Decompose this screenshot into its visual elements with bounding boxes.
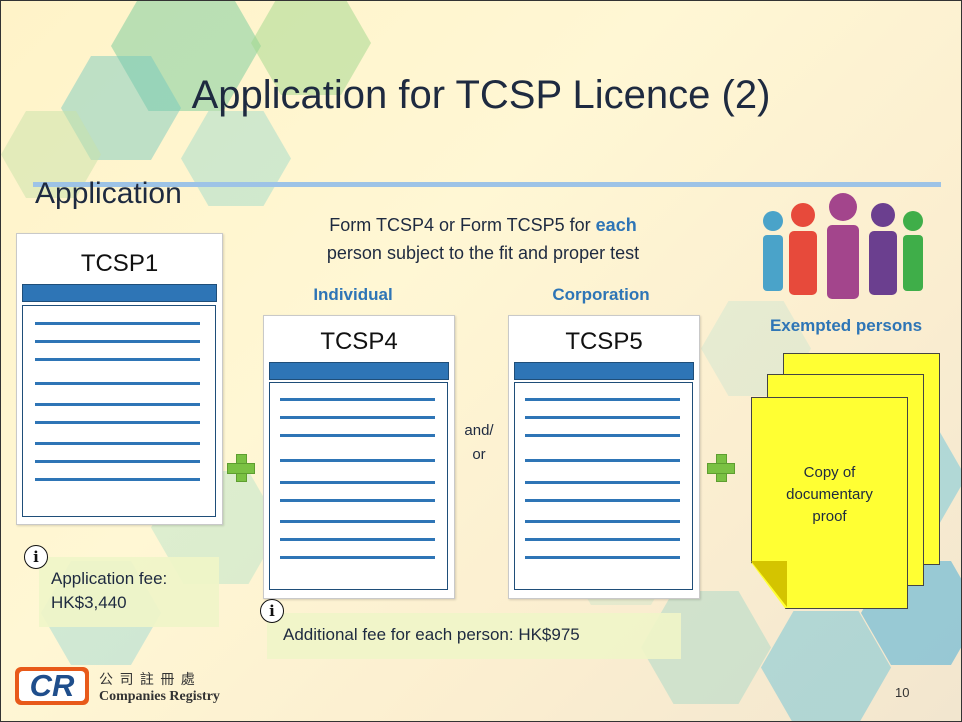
forms-note-emphasis: each xyxy=(595,215,637,235)
page-number: 10 xyxy=(895,685,910,700)
plus-icon xyxy=(227,454,255,482)
forms-note-line1: Form TCSP4 or Form TCSP5 for each xyxy=(273,211,693,239)
form-line xyxy=(35,442,200,445)
form-line xyxy=(525,499,680,502)
form-title-tcsp1: TCSP1 xyxy=(80,250,159,277)
person-figure xyxy=(827,193,859,299)
form-line xyxy=(280,499,435,502)
cr-logo-mark: CR xyxy=(15,667,89,705)
application-fee-amount: HK$3,440 xyxy=(51,593,127,612)
doc-text-line1: Copy of xyxy=(803,464,856,481)
form-line xyxy=(35,322,200,325)
form-title-tcsp5: TCSP5 xyxy=(565,328,643,355)
form-line xyxy=(35,478,200,481)
additional-fee-text: Additional fee for each person: HK$975 xyxy=(283,625,580,644)
form-line xyxy=(280,416,435,419)
form-line xyxy=(525,481,680,484)
form-card-tcsp1: TCSP1 xyxy=(16,233,223,525)
forms-note: Form TCSP4 or Form TCSP5 for each person… xyxy=(273,211,693,267)
form-line xyxy=(35,340,200,343)
slide-title: Application for TCSP Licence (2) xyxy=(191,73,771,117)
form-body xyxy=(514,382,693,590)
form-line xyxy=(280,434,435,437)
connector-line1: and/ xyxy=(464,422,494,439)
info-icon: i xyxy=(24,545,48,569)
person-figure xyxy=(903,211,923,291)
person-figure xyxy=(869,203,897,295)
title-divider xyxy=(33,182,941,187)
form-line xyxy=(525,398,680,401)
form-line xyxy=(525,434,680,437)
doc-text-line2: documentary xyxy=(786,486,873,503)
form-body xyxy=(22,305,216,517)
form-line xyxy=(280,520,435,523)
application-fee-label: Application fee: xyxy=(51,569,168,588)
people-group-icon xyxy=(763,193,923,299)
forms-note-prefix: Form TCSP4 or Form TCSP5 for xyxy=(329,215,596,235)
logo-english-name: Companies Registry xyxy=(99,689,220,704)
form-line xyxy=(35,460,200,463)
form-line xyxy=(35,358,200,361)
corporation-label: Corporation xyxy=(552,285,650,304)
additional-fee-box: Additional fee for each person: HK$975 xyxy=(267,613,681,659)
form-header-bar xyxy=(269,362,449,380)
form-line xyxy=(35,403,200,406)
form-card-tcsp5: TCSP5 xyxy=(508,315,700,599)
cr-logo-text: CR xyxy=(29,668,75,703)
form-header-bar xyxy=(22,284,217,302)
documentary-proof-text: Copy of documentary proof xyxy=(752,462,907,528)
form-line xyxy=(35,421,200,424)
individual-label: Individual xyxy=(313,285,393,304)
form-line xyxy=(525,556,680,559)
form-card-tcsp4: TCSP4 xyxy=(263,315,455,599)
section-label: Application xyxy=(35,177,182,210)
form-line xyxy=(525,520,680,523)
application-fee-box: Application fee: HK$3,440 xyxy=(39,557,219,627)
connector-line2: or xyxy=(472,446,486,463)
form-line xyxy=(280,538,435,541)
exempted-persons-label: Exempted persons xyxy=(769,316,923,335)
form-line xyxy=(525,459,680,462)
hex-decoration xyxy=(181,111,291,206)
form-line xyxy=(35,382,200,385)
forms-note-line2: person subject to the fit and proper tes… xyxy=(326,243,640,263)
doc-text-line3: proof xyxy=(812,508,847,525)
and-or-connector: and/ or xyxy=(453,419,505,467)
form-line xyxy=(280,398,435,401)
form-line xyxy=(280,481,435,484)
person-figure xyxy=(763,211,783,291)
form-line xyxy=(280,556,435,559)
plus-icon xyxy=(707,454,735,482)
form-title-tcsp4: TCSP4 xyxy=(320,328,398,355)
form-line xyxy=(525,416,680,419)
form-header-bar xyxy=(514,362,694,380)
logo-chinese-name: 公 司 註 冊 處 xyxy=(99,672,196,688)
person-figure xyxy=(789,203,817,295)
form-line xyxy=(280,459,435,462)
form-body xyxy=(269,382,448,590)
info-icon: i xyxy=(260,599,284,623)
form-line xyxy=(525,538,680,541)
